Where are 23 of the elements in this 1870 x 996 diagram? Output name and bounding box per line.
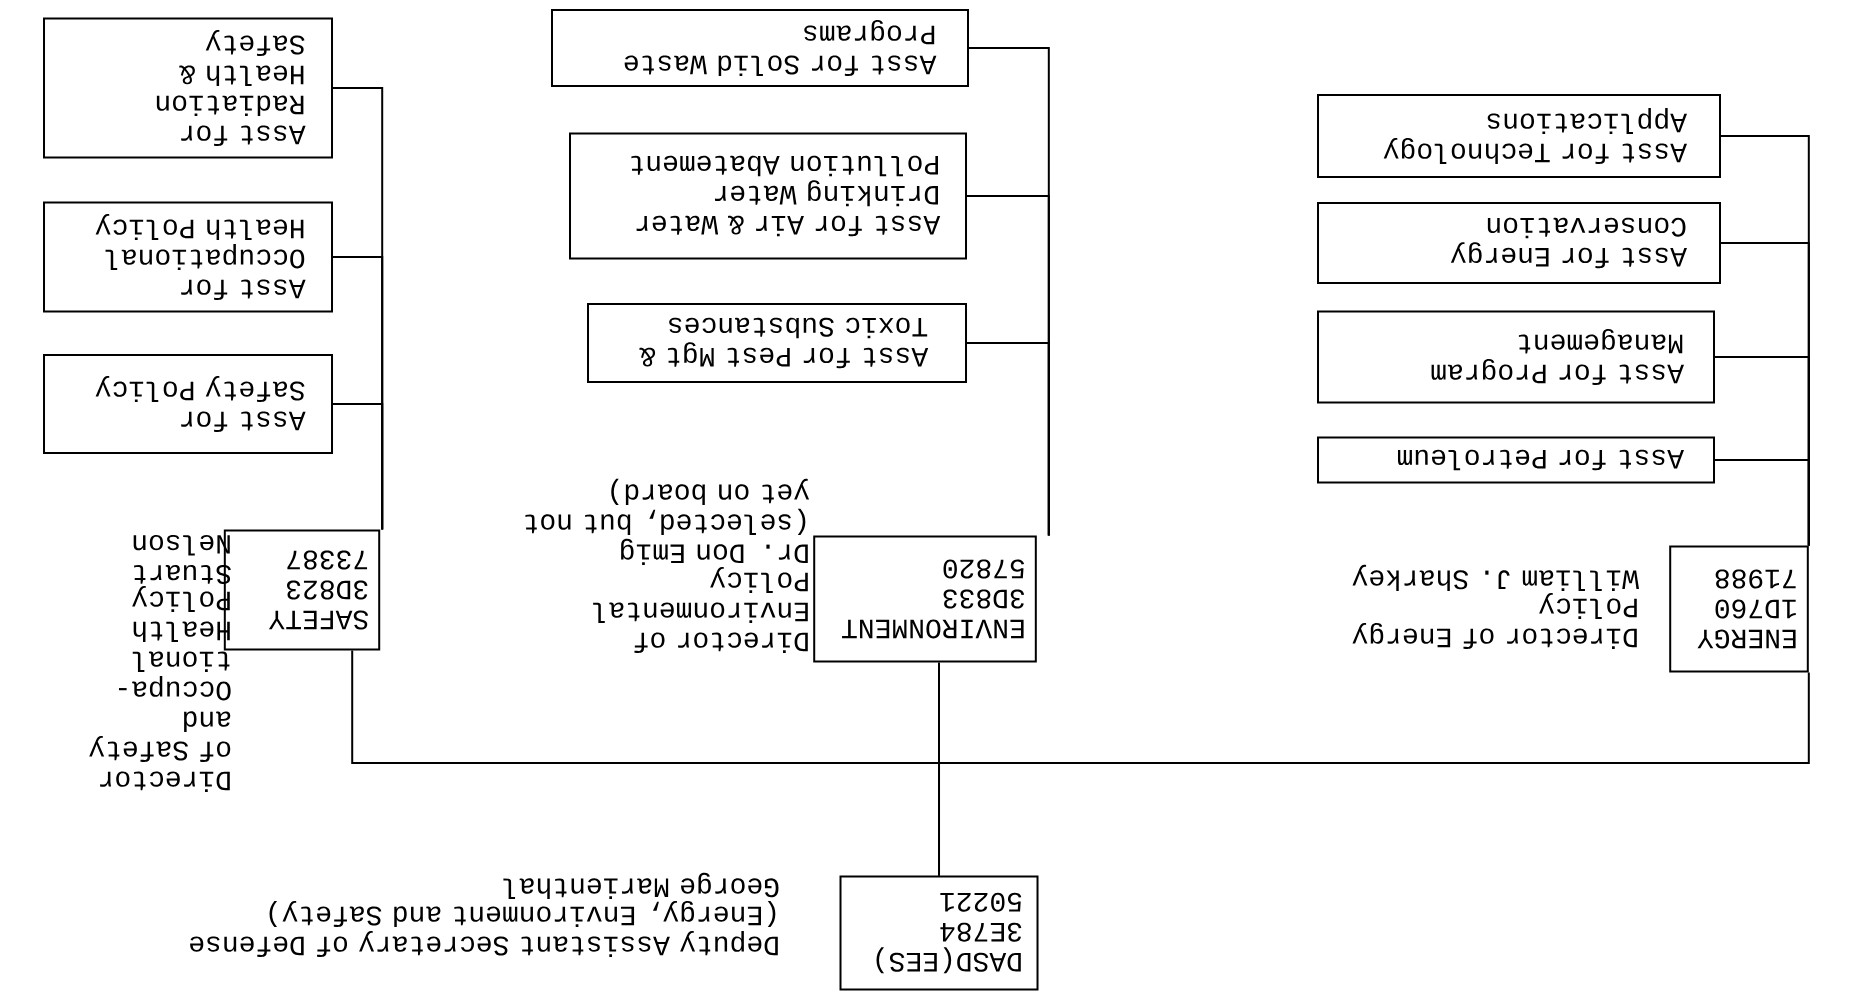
caption-text: William J. Sharkey (1352, 564, 1639, 591)
caption-text: George Marienthal (503, 872, 779, 899)
org-box: DASD(EES) 3E784 50221 (839, 875, 1039, 991)
org-box: Asst for Program Management (1317, 310, 1715, 404)
caption-text: Deputy Assistant Secretary of Defense (Energy, Environment and Safety) (190, 900, 778, 957)
org-box: Asst for Pest Mgt & Toxic Substances (587, 303, 967, 383)
caption-text: Dr. Don Emig (selected, but not yet on board) (525, 478, 810, 565)
org-box: ENERGY 1D760 71988 (1669, 545, 1809, 673)
caption-text: Director of Environmental Policy (593, 566, 808, 653)
connector-line (332, 87, 384, 531)
org-box: Asst for Occupational Health Policy (43, 201, 333, 313)
org-box: Asst for Technology Applications (1317, 94, 1721, 178)
org-box: Asst for Petroleum (1317, 436, 1715, 484)
connector-line (351, 649, 940, 877)
caption-text: Director of Energy Policy (1352, 592, 1637, 649)
org-box: Asst for Safety Policy (43, 354, 333, 454)
org-box: Asst for Radiation Health & Safety (43, 17, 333, 159)
connector-line (968, 47, 1050, 537)
connector-line (1720, 135, 1810, 547)
org-box: Asst for Air & Water Drinking Water Pollution Abatement (569, 132, 967, 260)
org-box: Asst for Energy Conservation (1317, 202, 1721, 284)
org-box: ENVIRONMENT 3D833 57820 (813, 535, 1037, 663)
org-box: Asst for Solid Waste Programs (551, 8, 969, 88)
